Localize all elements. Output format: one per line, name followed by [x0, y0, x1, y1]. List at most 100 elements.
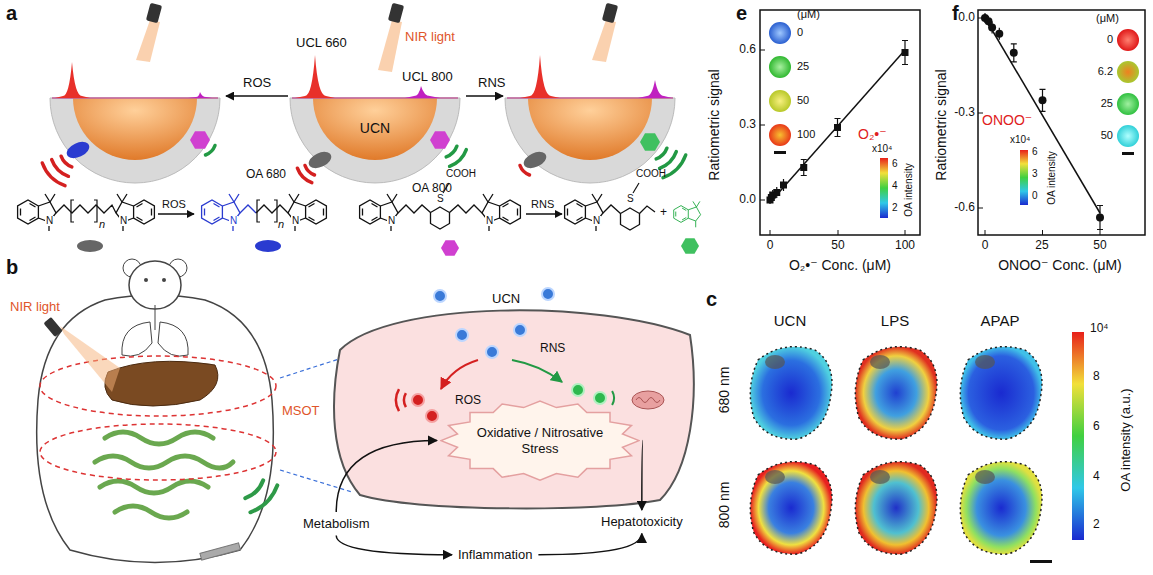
node-text: Oxidative / Nitrosative Stress: [465, 425, 615, 456]
figure-label: N: [119, 216, 128, 226]
figure-label: S: [436, 194, 445, 204]
figure-label: ROS: [455, 394, 481, 408]
figure-label: 4: [892, 180, 898, 192]
figure-label: 680 nm: [716, 367, 732, 414]
text-node: Metabolism: [300, 515, 372, 533]
figure-label: 100: [797, 128, 815, 141]
flow-arrow: [336, 536, 452, 555]
nanoparticles: [50, 98, 675, 183]
figure-label: OA intensity: [1046, 151, 1058, 204]
figure-label: 50: [797, 94, 809, 107]
figure-label: OA intensity (a.u.): [1119, 388, 1134, 491]
figure-label: N: [592, 216, 601, 226]
figure-label: ROS: [243, 76, 271, 91]
figure-label: 2: [1093, 518, 1100, 532]
figure-label: 0: [982, 239, 989, 253]
figure-label: 0: [767, 239, 774, 253]
figure-label: 25: [797, 60, 809, 73]
figure-label: OA 800: [412, 182, 452, 196]
figure-label: 50: [1101, 129, 1113, 142]
figure-label: N: [387, 216, 396, 226]
figure-label: 6.2: [1098, 65, 1113, 78]
figure-label: 50: [1093, 239, 1106, 253]
figure-label: UCL 800: [402, 70, 453, 85]
figure-label: NIR light: [10, 300, 60, 315]
figure-label: c: [706, 288, 717, 311]
figure-label: 0: [797, 26, 803, 39]
figure-label: UCL 660: [296, 36, 347, 51]
figure-label: ONOO⁻: [982, 112, 1032, 128]
figure-label: 10⁴: [1090, 322, 1109, 336]
figure-label: 6: [892, 158, 898, 170]
figure-label: 8: [1093, 370, 1100, 384]
node-text: Metabolism: [303, 516, 369, 532]
figure-label: 0.0: [739, 193, 756, 207]
figure-label: x10⁴: [872, 143, 892, 155]
emission-spectra: [52, 55, 673, 98]
flow-arrow: [642, 441, 643, 510]
figure-label: RNS: [531, 198, 554, 211]
figure-label: ONOO⁻ Conc. (μM): [998, 257, 1122, 273]
chart-e: [760, 10, 920, 235]
figure-label: x10⁴: [1010, 134, 1030, 146]
figure-label: n: [99, 218, 105, 231]
figure-label: e: [736, 2, 747, 25]
figure-label: OA intensity: [903, 163, 915, 216]
hepatocyte-illustration: [334, 288, 694, 508]
figure-label: O₂•⁻ Conc. (μM): [789, 257, 891, 273]
figure-label: COOH: [446, 168, 476, 180]
figure-label: 0.6: [739, 43, 756, 57]
figure-label: APAP: [981, 312, 1020, 329]
figure-label: Ratiometric signal: [933, 69, 949, 180]
figure-label: 0.3: [739, 118, 756, 132]
flow-arrow: [538, 534, 641, 555]
node-text: Hepatotoxicity: [601, 514, 683, 530]
figure-label: (μM): [1096, 12, 1119, 25]
figure-label: 6: [1032, 146, 1038, 158]
text-node: Hepatotoxicity: [598, 513, 686, 531]
figure-label: 3: [1032, 168, 1038, 180]
figure-label: 100: [895, 239, 915, 253]
figure-label: -0.6: [954, 201, 975, 215]
figure-label: NIR light: [405, 30, 455, 45]
figure-label: 25: [1035, 239, 1048, 253]
figure-label: 50: [831, 239, 844, 253]
figure-label: RNS: [478, 76, 505, 91]
figure-label: 2: [892, 202, 898, 214]
figure-label: ROS: [162, 198, 186, 211]
dyes-and-signals: [42, 96, 685, 186]
figure-label: -0.3: [954, 106, 975, 120]
starburst-node: Oxidative / Nitrosative Stress: [440, 400, 640, 481]
starburst-shape: [441, 401, 639, 480]
figure-label: n: [278, 218, 284, 231]
nir-flashlights: [136, 3, 618, 72]
figure-label: 800 nm: [716, 482, 732, 529]
node-text: Inflammation: [458, 547, 532, 563]
figure-label: 6: [1093, 420, 1100, 434]
text-node: Inflammation: [455, 546, 535, 564]
chart-f: [978, 10, 1145, 235]
figure-label: N: [229, 216, 238, 226]
figure-label: a: [6, 2, 17, 25]
figure-label: N: [485, 216, 494, 226]
flow-arrow: [336, 441, 437, 512]
figure-label: 4: [1093, 470, 1100, 484]
figure-label: (μM): [797, 8, 820, 21]
figure-label: COOH: [636, 168, 666, 180]
figure-label: RNS: [540, 342, 565, 356]
figure-label: S: [626, 194, 635, 204]
figure-label: N: [45, 216, 54, 226]
figure-label: LPS: [881, 312, 909, 329]
figure-label: UCN: [360, 120, 390, 136]
figure-label: N: [291, 216, 300, 226]
figure-label: O₂•⁻: [858, 126, 887, 142]
figure-label: b: [6, 256, 18, 279]
figure-label: 0: [1107, 33, 1113, 46]
figure-label: UCN: [492, 292, 520, 307]
figure-label: OA 680: [246, 168, 286, 182]
figure-label: 0.0: [958, 11, 975, 25]
figure-label: +: [660, 206, 667, 220]
figure-label: MSOT: [282, 404, 320, 419]
